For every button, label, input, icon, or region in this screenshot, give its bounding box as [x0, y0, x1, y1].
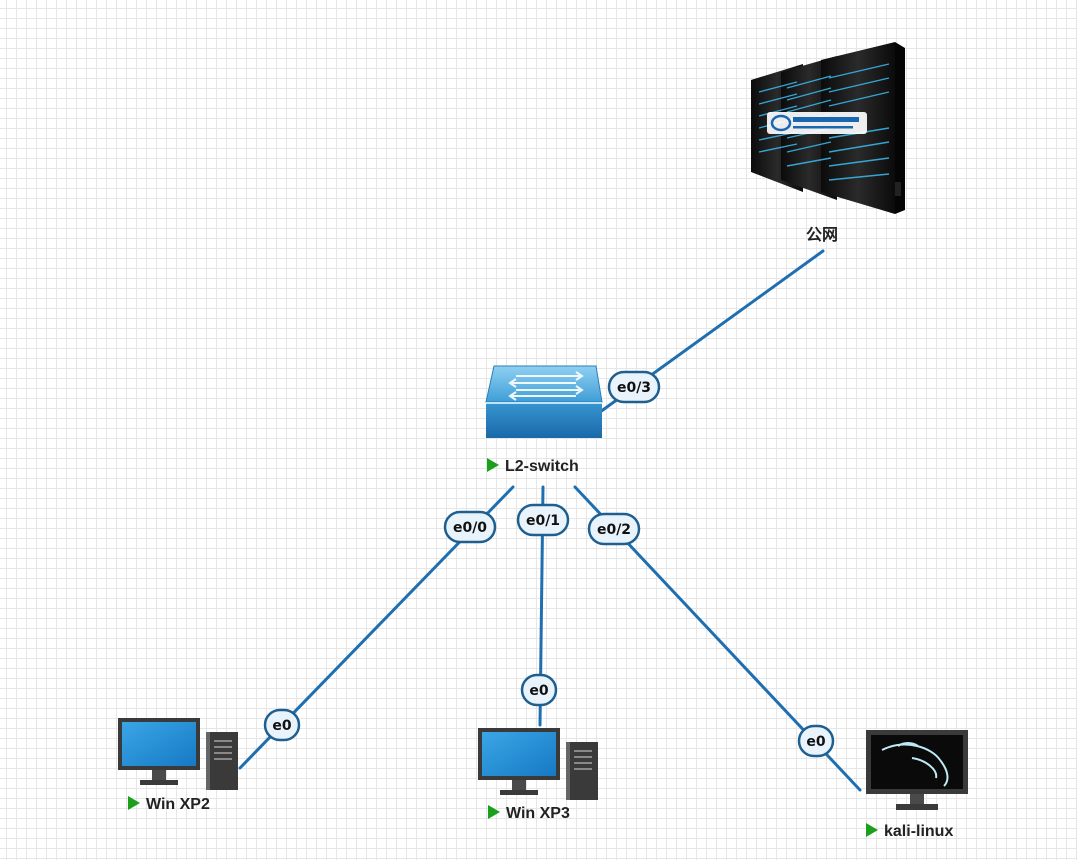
port-badge-shape [607, 370, 661, 404]
port-badge-kali-e0[interactable]: e0 [797, 724, 835, 758]
port-label: e0/3 [617, 380, 651, 396]
port-badge-shape [797, 724, 835, 758]
port-label: e0/2 [597, 522, 631, 538]
running-status-icon [866, 823, 878, 837]
running-status-icon [128, 796, 140, 810]
port-badge-shape [520, 673, 558, 707]
server-rack-icon[interactable] [751, 42, 905, 214]
node-label-switch[interactable]: L2-switch [487, 458, 579, 476]
port-label: e0 [272, 718, 291, 734]
port-label: e0 [806, 734, 825, 750]
port-badge-switch-e0-2[interactable]: e0/2 [587, 512, 641, 546]
running-status-icon [488, 805, 500, 819]
port-badge-winxp2-e0[interactable]: e0 [263, 708, 301, 742]
kali-label: kali-linux [884, 823, 954, 840]
port-label: e0 [529, 683, 548, 699]
running-status-icon [487, 458, 499, 472]
desktop-pc-icon[interactable] [118, 718, 238, 790]
cloud-label: 公网 [806, 227, 839, 244]
port-badge-shape [443, 510, 497, 544]
node-label-cloud[interactable]: 公网 [806, 221, 838, 245]
winxp2-label: Win XP2 [146, 796, 210, 813]
node-label-winxp2[interactable]: Win XP2 [128, 796, 210, 814]
port-badge-switch-e0-3[interactable]: e0/3 [607, 370, 661, 404]
port-badge-shape [587, 512, 641, 546]
node-label-winxp3[interactable]: Win XP3 [488, 805, 570, 823]
port-badge-switch-e0-1[interactable]: e0/1 [516, 503, 570, 537]
node-label-kali[interactable]: kali-linux [866, 823, 953, 841]
port-label: e0/1 [526, 513, 560, 529]
winxp3-label: Win XP3 [506, 805, 570, 822]
switch-label: L2-switch [505, 458, 579, 475]
port-badge-shape [263, 708, 301, 742]
kali-monitor-icon[interactable] [866, 730, 968, 810]
port-badge-switch-e0-0[interactable]: e0/0 [443, 510, 497, 544]
port-badge-winxp3-e0[interactable]: e0 [520, 673, 558, 707]
network-switch-icon[interactable] [485, 365, 603, 438]
desktop-pc-icon[interactable] [478, 728, 598, 800]
port-label: e0/0 [453, 520, 487, 536]
port-badge-shape [516, 503, 570, 537]
